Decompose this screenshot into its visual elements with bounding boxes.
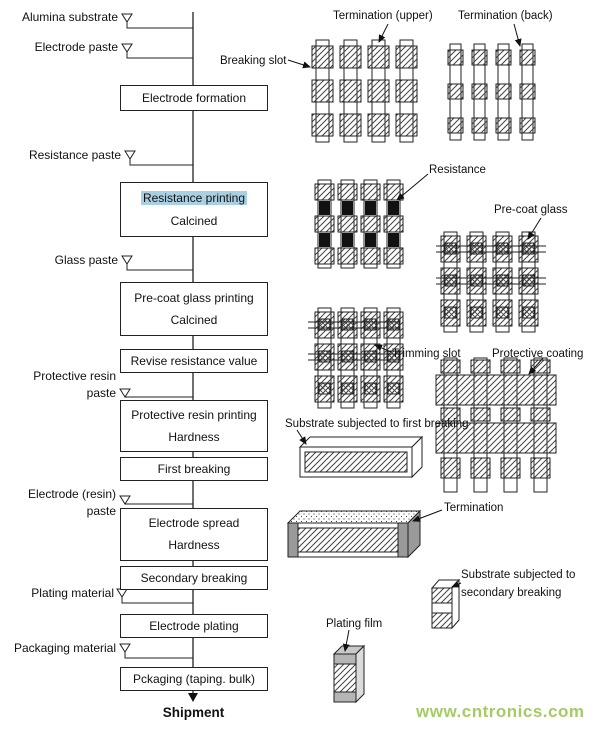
flow-box-protective-resin-printing: Protective resin printing Hardness [120,400,268,452]
annotation-substrate-first-breaking: Substrate subjected to first breaking [285,418,469,430]
annotation-termination-back: Termination (back) [458,10,553,22]
input-label-electrode-paste: Electrode paste [34,40,118,54]
callout-arrows [287,23,544,652]
arrow-termination-back [513,23,522,47]
substrate-first-breaking-illustration [298,435,424,479]
arrow-trimming-slot [374,344,392,353]
arrow-substrate-first-breaking [296,429,307,445]
flow-box-label: Electrode formation [141,90,247,105]
flow-box-electrode-formation: Electrode formation [120,85,268,111]
input-label-plating-material: Plating material [31,586,114,600]
flow-box-label: Revise resistance value [130,353,258,368]
plating-film-illustration [332,644,366,704]
substrate-secondary-breaking-illustration [430,578,461,630]
flow-box-label: Pckaging (taping. bulk) [132,671,256,686]
flow-box-secondary-breaking: Secondary breaking [120,566,268,590]
annotation-resistance: Resistance [429,164,486,176]
arrow-pre-coat-glass [527,217,542,240]
flow-box-label: Calcined [170,312,218,327]
input-label-electrode-resin-paste: Electrode (resin) paste [27,487,116,519]
annotation-plating-film: Plating film [326,618,383,630]
flow-box-resistance-printing: Resistance printing Calcined [120,182,268,237]
arrow-termination [412,509,443,522]
flow-box-precoat-glass-printing: Pre-coat glass printing Calcined [120,282,268,336]
input-label-alumina-substrate: Alumina substrate [21,10,118,24]
substrate-grid-precoat-glass [436,231,546,333]
annotation-breaking-slot: Breaking slot [220,55,287,67]
material-input-funnel-icons [116,13,193,659]
arrow-substrate-secondary-breaking [451,580,462,588]
input-label-packaging-material: Packaging material [13,641,116,655]
substrate-grid-trimming-slot [308,307,404,409]
arrow-protective-coating [528,357,544,375]
arrow-plating-film [342,629,350,652]
annotation-trimming-slot: Trimming slot [392,348,461,360]
flow-box-label: Pre-coat glass printing [134,290,254,305]
arrow-breaking-slot [287,59,311,69]
arrow-resistance [396,173,429,201]
annotation-termination-upper: Termination (upper) [333,10,433,22]
substrate-grid-termination-back [447,43,536,141]
flow-box-electrode-spread: Electrode spread Hardness [120,508,268,561]
annotation-termination: Termination [444,502,504,514]
flow-box-label: Hardness [168,538,220,553]
flow-box-packaging: Pckaging (taping. bulk) [120,667,268,691]
input-label-glass-paste: Glass paste [54,253,118,267]
input-label-resistance-paste: Resistance paste [28,148,121,162]
flow-box-label: Electrode spread [148,516,240,531]
input-label-protective-resin-paste: Protective resin paste [33,369,116,401]
flow-box-label: Protective resin printing [131,408,257,423]
flow-box-label-highlighted: Resistance printing [140,191,248,206]
substrate-grid-protective-coating [435,357,557,493]
flow-terminal-shipment: Shipment [162,705,225,720]
flow-box-label: Hardness [168,429,220,444]
flow-box-label: Electrode plating [149,618,239,633]
flow-box-label: First breaking [157,461,231,476]
flow-box-electrode-plating: Electrode plating [120,614,268,638]
termination-bar-illustration [286,509,422,559]
annotation-substrate-secondary-breaking: Substrate subjected to secondary breakin… [461,569,576,600]
annotation-pre-coat-glass: Pre-coat glass [494,204,568,216]
substrate-grid-resistance [314,179,404,269]
watermark-cntronics: www.cntronics.com [416,702,585,721]
annotation-protective-coating: Protective coating [492,348,584,360]
flow-box-first-breaking: First breaking [120,457,268,481]
flow-box-label: Secondary breaking [140,570,248,585]
flow-box-revise-resistance-value: Revise resistance value [120,349,268,373]
flow-box-label: Calcined [170,213,218,228]
arrow-termination-upper [378,23,389,43]
substrate-grid-termination-upper [311,39,418,143]
